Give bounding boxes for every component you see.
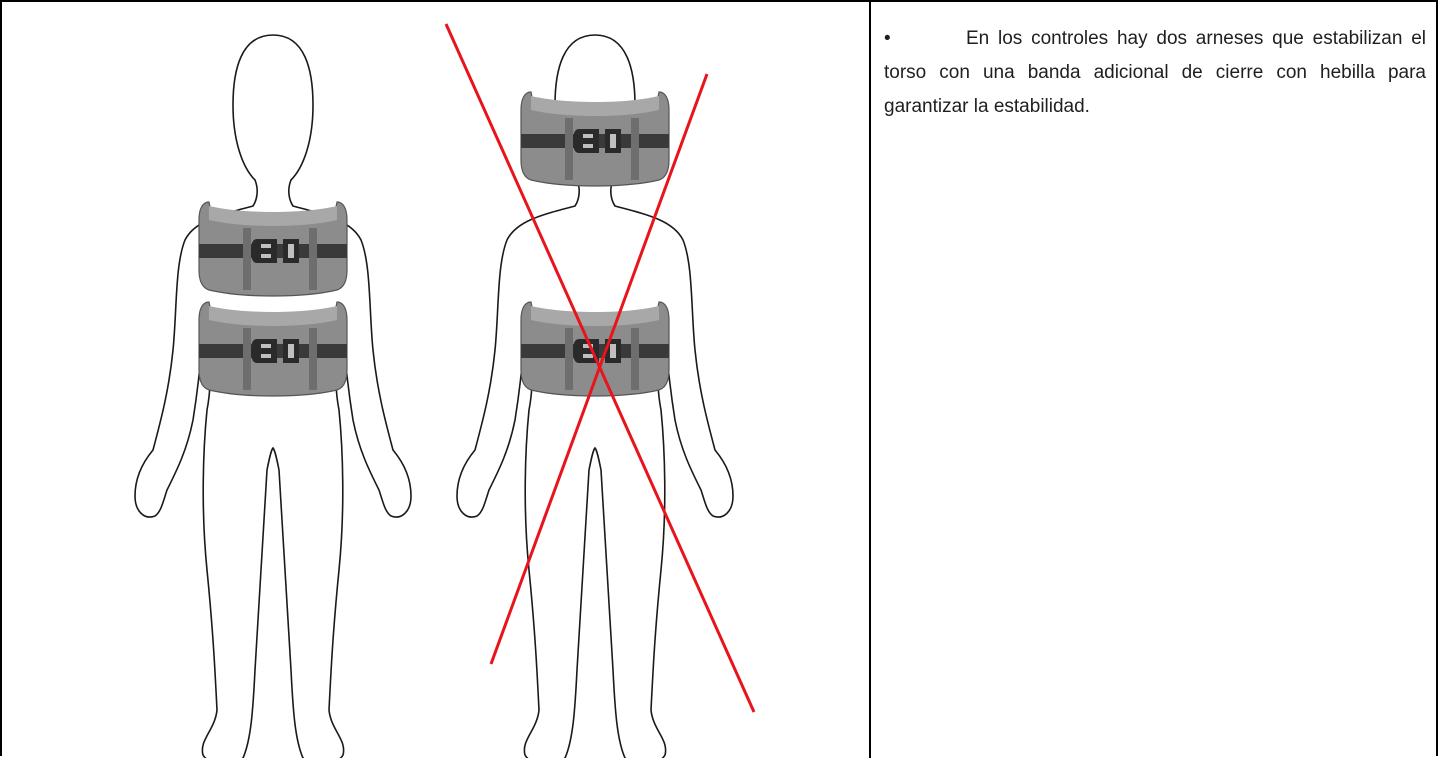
lower-harness xyxy=(199,302,347,396)
neck-harness xyxy=(521,92,669,186)
description-cell: •En los controles hay dos arneses que es… xyxy=(884,22,1426,124)
description-text: En los controles hay dos arneses que est… xyxy=(884,28,1426,117)
upper-harness xyxy=(199,202,347,296)
bullet-marker: • xyxy=(884,22,966,56)
correct-figure xyxy=(135,35,411,758)
description-paragraph: •En los controles hay dos arneses que es… xyxy=(884,22,1426,124)
harness-placement-figure xyxy=(0,0,869,758)
column-divider xyxy=(869,0,871,758)
harness-illustration xyxy=(0,0,869,758)
